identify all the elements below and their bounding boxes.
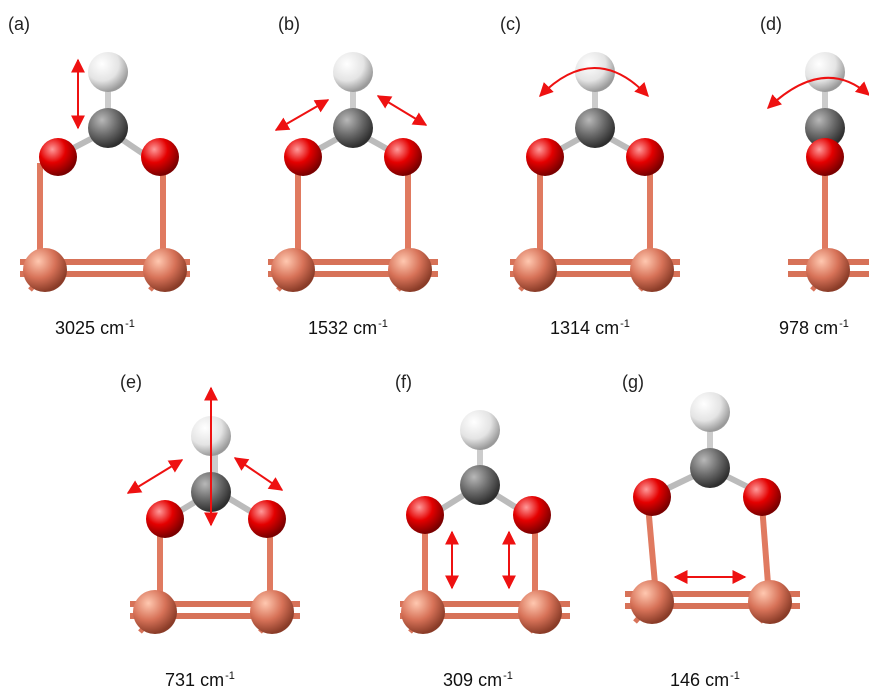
panel-label: (a) — [8, 14, 30, 34]
oxygen-atom — [39, 138, 77, 176]
hydrogen-atom — [460, 410, 500, 450]
formate-molecule-diagram — [126, 386, 300, 634]
oxygen-atom — [526, 138, 564, 176]
cu-atom — [271, 248, 315, 292]
oxygen-atom — [146, 500, 184, 538]
cu-atom — [133, 590, 177, 634]
carbon-atom — [690, 448, 730, 488]
hydrogen-atom — [690, 392, 730, 432]
carbon-atom — [460, 465, 500, 505]
panel-label: (d) — [760, 14, 782, 34]
cu-atom — [748, 580, 792, 624]
panel-a: (a) 3025 cm-1 — [0, 0, 220, 345]
cu-atom — [388, 248, 432, 292]
frequency-label: 3025 cm-1 — [55, 318, 135, 338]
frequency-label: 146 cm-1 — [670, 670, 740, 690]
cu-atom — [23, 248, 67, 292]
carbon-atom — [88, 108, 128, 148]
formate-molecule-diagram — [268, 52, 438, 292]
hydrogen-atom — [333, 52, 373, 92]
oxygen-atom — [743, 478, 781, 516]
panel-label: (f) — [395, 372, 412, 392]
oxygen-atom — [806, 138, 844, 176]
cu-atom — [518, 590, 562, 634]
frequency-label: 309 cm-1 — [443, 670, 513, 690]
panel-label: (c) — [500, 14, 521, 34]
formate-molecule-diagram — [510, 52, 680, 292]
vibration-arrow — [376, 95, 428, 126]
cu-atom — [513, 248, 557, 292]
panel-f: (f) 309 cm-1 — [385, 360, 585, 693]
formate-molecule-diagram — [400, 410, 570, 634]
oxygen-atom — [513, 496, 551, 534]
frequency-label: 1532 cm-1 — [308, 318, 388, 338]
vibration-arrow — [274, 99, 330, 131]
cu-atom — [630, 248, 674, 292]
panel-b: (b) 1532 cm-1 — [248, 0, 468, 345]
frequency-label: 978 cm-1 — [779, 318, 849, 338]
formate-molecule-diagram — [625, 392, 800, 624]
oxygen-atom — [141, 138, 179, 176]
carbon-atom — [805, 108, 845, 148]
panel-label: (e) — [120, 372, 142, 392]
carbon-atom — [333, 108, 373, 148]
panel-c: (c) 1314 cm-1 — [490, 0, 710, 345]
formate-molecule-diagram — [20, 52, 190, 292]
hydrogen-atom — [88, 52, 128, 92]
panel-e: (e) 731 cm-1 — [110, 360, 330, 693]
vibration-arrow — [126, 459, 184, 494]
oxygen-atom — [406, 496, 444, 534]
hydrogen-atom — [805, 52, 845, 92]
oxygen-atom — [284, 138, 322, 176]
o-cu-bond — [759, 504, 771, 585]
cu-atom — [143, 248, 187, 292]
cu-atom — [250, 590, 294, 634]
vibration-arrow — [233, 457, 284, 491]
panel-g: (g) 146 cm-1 — [610, 360, 820, 693]
vibration-arrow — [766, 76, 869, 109]
carbon-atom — [575, 108, 615, 148]
cu-atom — [806, 248, 850, 292]
oxygen-atom — [384, 138, 422, 176]
cu-atom — [401, 590, 445, 634]
oxygen-atom — [248, 500, 286, 538]
oxygen-atom — [626, 138, 664, 176]
o-cu-bond — [645, 504, 658, 585]
cu-atom — [630, 580, 674, 624]
vibration-arrow — [539, 67, 649, 98]
frequency-label: 731 cm-1 — [165, 670, 235, 690]
hydrogen-atom — [575, 52, 615, 92]
panel-label: (b) — [278, 14, 300, 34]
oxygen-atom — [633, 478, 671, 516]
frequency-label: 1314 cm-1 — [550, 318, 630, 338]
panel-label: (g) — [622, 372, 644, 392]
panel-d: (d) 978 cm-1 — [752, 0, 869, 345]
formate-molecule-diagram — [766, 52, 869, 292]
